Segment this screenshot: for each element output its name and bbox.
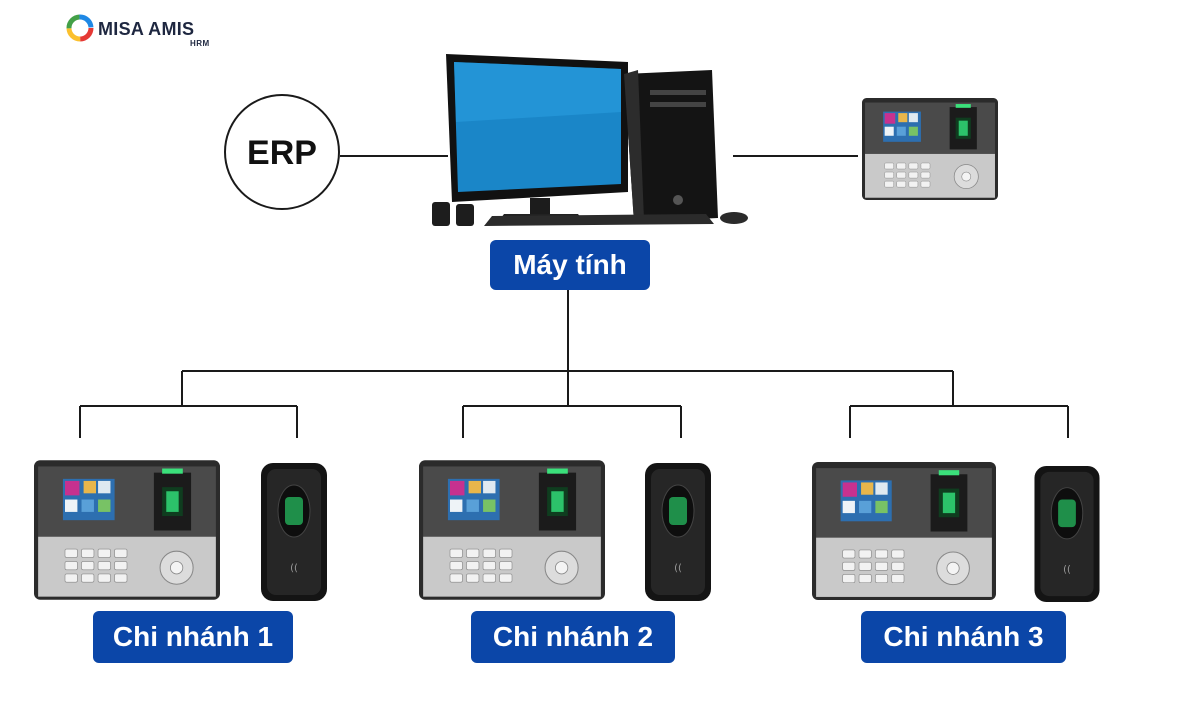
desktop-computer-icon	[432, 54, 748, 226]
brand-sub: HRM	[190, 39, 210, 48]
branch2-fingerprint-reader-icon: ((	[645, 463, 711, 601]
branch2-label: Chi nhánh 2	[471, 611, 675, 663]
branch1-fingerprint-reader-icon: ((	[261, 463, 327, 601]
computer-label: Máy tính	[490, 240, 650, 290]
erp-node: ERP	[224, 94, 340, 210]
branch1-attendance-device-icon	[34, 460, 220, 600]
branch1-label: Chi nhánh 1	[93, 611, 293, 663]
brand-logo-icon	[66, 14, 94, 42]
branch3-attendance-device-icon	[812, 462, 996, 600]
brand-logo: MISA AMIS HRM	[62, 8, 232, 48]
svg-text:((: ((	[674, 563, 682, 574]
branch3-fingerprint-reader-icon: ((	[1034, 466, 1100, 602]
brand-name: MISA AMIS	[98, 19, 195, 39]
branch2-attendance-device-icon	[419, 460, 605, 600]
branch3-label: Chi nhánh 3	[861, 611, 1066, 663]
svg-text:((: ((	[1063, 564, 1071, 575]
svg-text:((: ((	[290, 563, 298, 574]
attendance-device-icon	[862, 98, 998, 200]
erp-label: ERP	[247, 134, 317, 172]
